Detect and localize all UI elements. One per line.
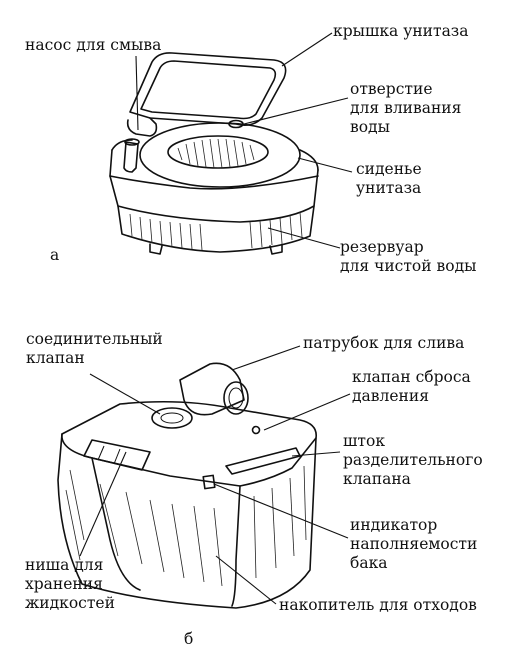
- caption-b: б: [184, 630, 194, 648]
- bowl-hatching: [177, 138, 255, 169]
- toilet-seat: [139, 122, 301, 188]
- tank-top-deck: [61, 400, 317, 487]
- pressure-relief-valve: [251, 425, 261, 435]
- label-drain-spout: патрубок для слива: [303, 334, 465, 352]
- water-inlet-cap: [228, 119, 244, 129]
- label-pressure-relief-valve: клапан сброса давления: [352, 368, 471, 405]
- bowl-opening: [167, 135, 269, 169]
- toilet-upper-unit: [109, 32, 353, 255]
- label-toilet-lid: крышка унитаза: [333, 22, 469, 40]
- drain-spout: [179, 362, 245, 416]
- upper-deck-edge: [109, 175, 319, 190]
- label-slide-valve-rod: шток разделительного клапана: [343, 432, 483, 488]
- caption-a: а: [50, 246, 60, 264]
- label-fill-indicator: индикатор наполняемости бака: [350, 516, 478, 572]
- label-liquid-niche: ниша для хранения жидкостей: [25, 556, 115, 612]
- connecting-valve: [151, 407, 193, 429]
- lid-inner-rim: [140, 60, 277, 120]
- slide-valve-rod: [225, 447, 301, 475]
- label-fresh-water-tank: резервуар для чистой воды: [340, 238, 477, 275]
- fresh-water-tank: [117, 205, 315, 253]
- waste-tank-body: [57, 433, 317, 609]
- body-hatching: [65, 465, 307, 587]
- label-connecting-valve: соединительный клапан: [26, 330, 163, 367]
- fill-indicator: [202, 474, 216, 490]
- liquid-niche: [83, 439, 151, 471]
- flush-pump: [123, 141, 139, 173]
- label-waste-tank: накопитель для отходов: [279, 596, 477, 614]
- label-flush-pump: насос для смыва: [25, 36, 162, 54]
- waste-tank-unit: [57, 345, 351, 609]
- tank-hatching: [129, 211, 303, 251]
- label-water-inlet: отверстие для вливания воды: [350, 80, 462, 136]
- label-toilet-seat: сиденье унитаза: [356, 160, 422, 197]
